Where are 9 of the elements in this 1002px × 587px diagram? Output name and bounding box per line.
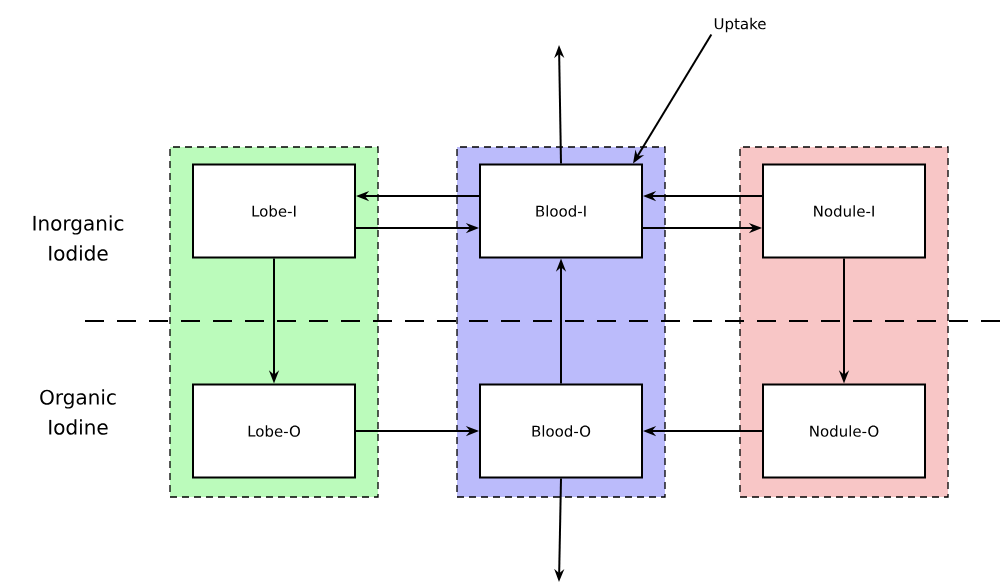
row-label: Inorganic Iodide — [33, 215, 124, 261]
compartment-box: Blood-I — [479, 163, 643, 259]
compartment-box: Blood-O — [479, 383, 643, 479]
annotation-text: Uptake — [714, 17, 766, 33]
row-label: Organic Iodine — [40, 389, 116, 435]
compartment-box: Lobe-O — [192, 383, 356, 479]
compartment-box: Nodule-I — [762, 163, 926, 259]
compartment-box: Lobe-I — [192, 163, 356, 259]
compartment-box: Nodule-O — [762, 383, 926, 479]
